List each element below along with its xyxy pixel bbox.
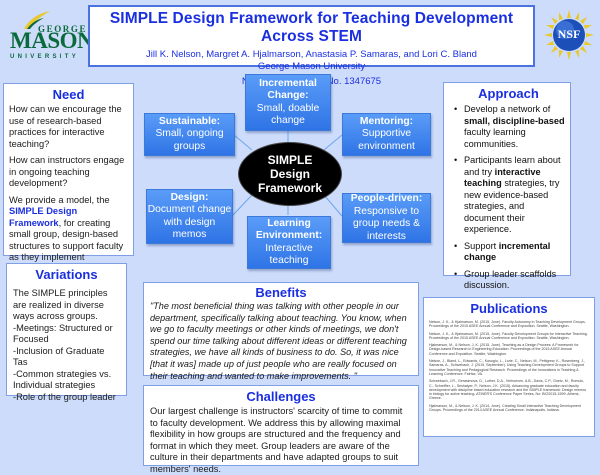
nsf-globe-icon (544, 10, 594, 60)
approach-item: Participants learn about and try interac… (454, 155, 565, 236)
gmu-leaf-icon (24, 11, 50, 29)
benefits-quote: "The most beneficial thing was talking w… (150, 301, 407, 381)
gmu-logo-mason: MASON (10, 28, 94, 53)
poster-title: SIMPLE Design Framework for Teaching Dev… (109, 10, 514, 45)
node-design: Design:Document change with design memos (146, 189, 233, 244)
need-question-2: How can instructors engage in ongoing te… (9, 155, 125, 188)
approach-panel: Approach Develop a network of small, dis… (443, 82, 571, 387)
benefits-title: Benefits (255, 285, 307, 300)
gmu-logo-george: GEORGE (38, 24, 88, 34)
gmu-logo-university: UNIVERSITY (10, 54, 80, 60)
publication-item: Nelson, J. K., & Hjalmarson, M. (2015, J… (429, 320, 586, 329)
publication-item: Nelson, J. K., & Hjalmarson, M. (2015, J… (429, 331, 588, 340)
variations-panel: Variations The SIMPLE principles are rea… (6, 263, 127, 402)
publication-item: Schwebach, J.R., Gerasimova, D., Luther,… (429, 379, 587, 401)
need-title: Need (52, 87, 85, 102)
publications-panel: Publications Nelson, J. K., & Hjalmarson… (423, 297, 595, 437)
variation-item: -Common strategies vs. Individual strate… (13, 368, 112, 391)
publications-title: Publications (470, 301, 548, 316)
node-sustainable: Sustainable:Small, ongoing groups (144, 113, 235, 156)
node-people-driven: People-driven:Responsive to group needs … (342, 193, 431, 243)
challenges-panel: Challenges Our largest challenge is inst… (143, 385, 419, 474)
approach-item: Support incremental change (454, 241, 565, 264)
publication-item: Hjalmarson, M., & Nelson, J. K. (2014, J… (429, 403, 581, 413)
variation-item: -Inclusion of Graduate Tas (13, 345, 105, 368)
gmu-logo: GEORGE MASON UNIVERSITY (8, 10, 94, 60)
nsf-logo: NSF (544, 10, 594, 60)
variations-intro: The SIMPLE principles are realized in di… (13, 288, 108, 321)
approach-title: Approach (478, 86, 539, 101)
nsf-logo-text: NSF (557, 27, 581, 41)
challenges-title: Challenges (246, 389, 316, 404)
variation-item: -Role of the group leader (13, 391, 116, 402)
need-question-1: How can we encourage the use of research… (9, 104, 122, 149)
node-learning-environment: Learning Environment:Interactive teachin… (247, 216, 331, 269)
node-incremental-change: Incremental Change:Small, doable change (245, 74, 331, 131)
institution: George Mason University (257, 61, 366, 72)
benefits-panel: Benefits "The most beneficial thing was … (143, 282, 419, 381)
variation-item: -Meetings: Structured or Focused (13, 322, 113, 345)
node-mentoring: Mentoring:Supportive environment (342, 113, 431, 156)
challenges-text: Our largest challenge is instructors' sc… (150, 406, 403, 474)
framework-highlight: SIMPLE Design Framework (9, 206, 78, 228)
approach-item: Develop a network of small, discipline-b… (454, 104, 565, 150)
publication-item: Hjalmarson, M., & Nelson, J. K. (2015, J… (429, 343, 579, 356)
authors: Jill K. Nelson, Margret A. Hjalmarson, A… (146, 49, 477, 60)
variations-title: Variations (35, 267, 98, 282)
publication-item: Nelson, J., Bland, L., Edwards, C., Koso… (429, 359, 585, 376)
need-panel: Need How can we encourage the use of res… (3, 83, 134, 285)
approach-item: Group leader scaffolds discussion. (454, 269, 565, 292)
